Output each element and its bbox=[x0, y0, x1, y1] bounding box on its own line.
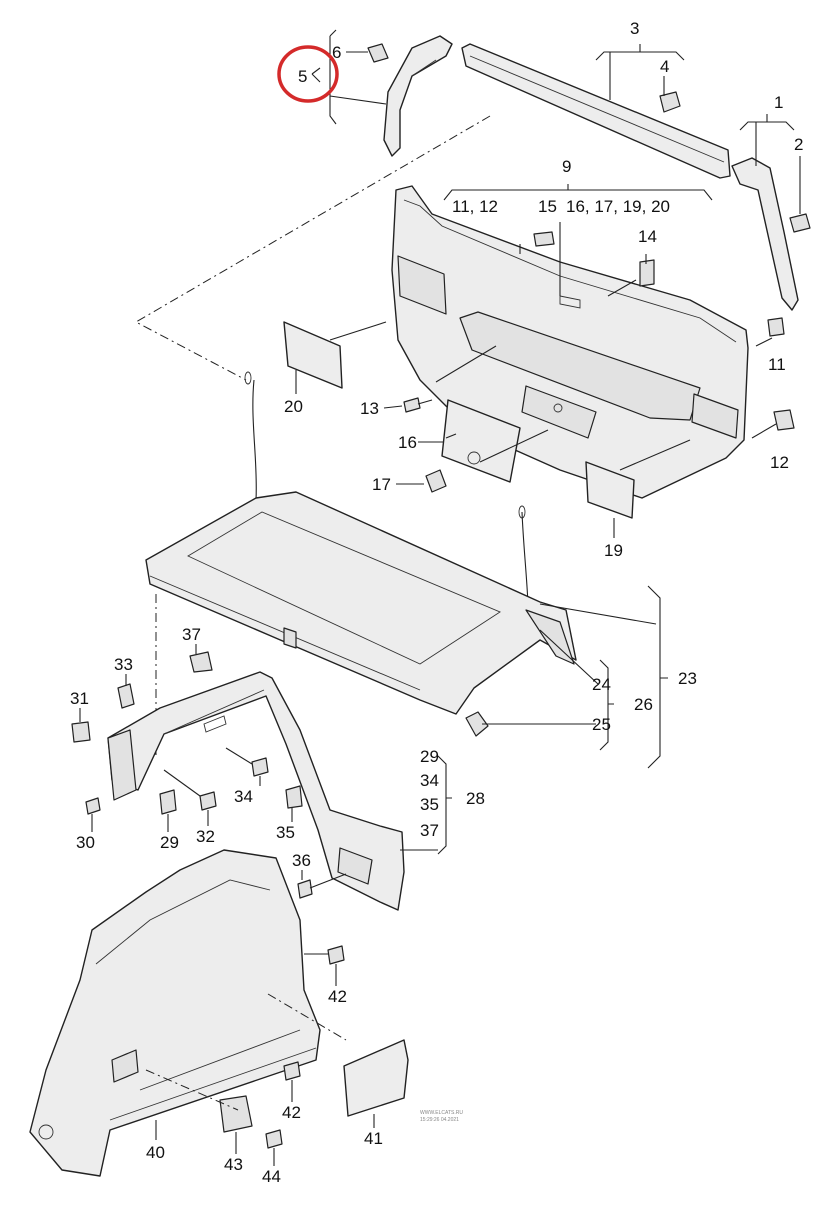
part-31-clip bbox=[71, 721, 91, 743]
part-28-bracket bbox=[107, 729, 137, 801]
part-35-clip bbox=[285, 785, 303, 809]
part-36-screw bbox=[297, 879, 313, 899]
part-25-clip bbox=[465, 711, 489, 737]
highlight-circle bbox=[277, 45, 339, 103]
callout-label: 25 bbox=[592, 715, 611, 734]
part-33-clip bbox=[117, 683, 135, 709]
callout-label: 6 bbox=[332, 43, 341, 62]
callout-label: 29 bbox=[420, 747, 439, 766]
part-4-clip bbox=[659, 91, 681, 113]
callout-label: 42 bbox=[328, 987, 347, 1006]
callout-label: 34 bbox=[234, 787, 253, 806]
part-2-clip bbox=[789, 213, 811, 233]
part-12-clip bbox=[773, 409, 795, 431]
part-11-clip bbox=[767, 317, 785, 337]
part-29-clip bbox=[159, 789, 177, 815]
watermark-line-2: 15:29:26 04.2021 bbox=[420, 1117, 459, 1123]
callout-label: 40 bbox=[146, 1143, 165, 1162]
callout-label: 20 bbox=[284, 397, 303, 416]
part-16-handle bbox=[441, 399, 521, 483]
callout-label: 9 bbox=[562, 157, 571, 176]
callout-label: 1 bbox=[774, 93, 783, 112]
callout-label: 12 bbox=[770, 453, 789, 472]
callout-label: 34 bbox=[420, 771, 439, 790]
part-3-upper-trim-strip bbox=[461, 43, 731, 179]
part-17-clip bbox=[425, 469, 447, 493]
callout-label: 26 bbox=[634, 695, 653, 714]
callout-label: 23 bbox=[678, 669, 697, 688]
callout-label: 32 bbox=[196, 827, 215, 846]
callout-label: 36 bbox=[292, 851, 311, 870]
part-34-screw bbox=[251, 757, 269, 777]
part-6-clip bbox=[367, 43, 389, 63]
callout-label: 4 bbox=[660, 57, 669, 76]
callout-label: 11 bbox=[768, 355, 786, 374]
callout-label: 13 bbox=[360, 399, 379, 418]
callout-label: 35 bbox=[276, 823, 295, 842]
callout-label: 15 bbox=[538, 197, 557, 216]
watermark-line-1: WWW.ELCATS.RU bbox=[420, 1110, 463, 1116]
callout-label: 5 bbox=[298, 67, 307, 86]
part-30-screw bbox=[85, 797, 101, 815]
part-5-left-pillar-trim bbox=[383, 35, 453, 157]
part-13-screw bbox=[403, 397, 421, 413]
part-42-screw-upper bbox=[327, 945, 345, 965]
part-28-pocket bbox=[337, 847, 373, 885]
part-40-lower-side-trim bbox=[29, 849, 321, 1177]
part-41-cover bbox=[343, 1039, 409, 1117]
callout-label: 16, 17, 19, 20 bbox=[566, 197, 670, 216]
part-1-right-pillar-trim bbox=[731, 157, 799, 311]
part-37-clip bbox=[189, 651, 213, 673]
callout-label: 30 bbox=[76, 833, 95, 852]
callout-label: 3 bbox=[630, 19, 639, 38]
part-44-screw bbox=[265, 1129, 283, 1149]
callout-label: 31 bbox=[70, 689, 89, 708]
callout-label: 37 bbox=[420, 821, 439, 840]
callout-label: 37 bbox=[182, 625, 201, 644]
part-40-recess bbox=[111, 1049, 139, 1083]
callout-label: 14 bbox=[638, 227, 657, 246]
part-42-screw-lower bbox=[283, 1061, 301, 1081]
callout-label: 35 bbox=[420, 795, 439, 814]
callout-label: 11, 12 bbox=[452, 197, 498, 216]
callout-label: 43 bbox=[224, 1155, 243, 1174]
part-32-screw bbox=[199, 791, 217, 811]
callout-label: 29 bbox=[160, 833, 179, 852]
callout-label: 16 bbox=[398, 433, 417, 452]
part-14-clip bbox=[639, 259, 655, 287]
part-9-handle-recess bbox=[459, 311, 701, 421]
callout-label: 42 bbox=[282, 1103, 301, 1122]
callout-label: 19 bbox=[604, 541, 623, 560]
callout-label: 24 bbox=[592, 675, 611, 694]
part-23-shelf-handle bbox=[283, 627, 297, 649]
part-9-left-recess bbox=[397, 255, 447, 315]
callout-label: 33 bbox=[114, 655, 133, 674]
part-19-cover bbox=[585, 461, 635, 519]
part-43-grommet bbox=[219, 1095, 253, 1133]
callout-label: 17 bbox=[372, 475, 391, 494]
part-9-right-recess bbox=[691, 393, 739, 439]
callout-label: 44 bbox=[262, 1167, 281, 1186]
callout-label: 41 bbox=[364, 1129, 383, 1148]
part-15-clip bbox=[533, 231, 555, 247]
callout-label: 2 bbox=[794, 135, 803, 154]
callout-label: 28 bbox=[466, 789, 485, 808]
part-20-cover bbox=[283, 321, 343, 389]
part-23-parcel-shelf bbox=[145, 491, 577, 715]
